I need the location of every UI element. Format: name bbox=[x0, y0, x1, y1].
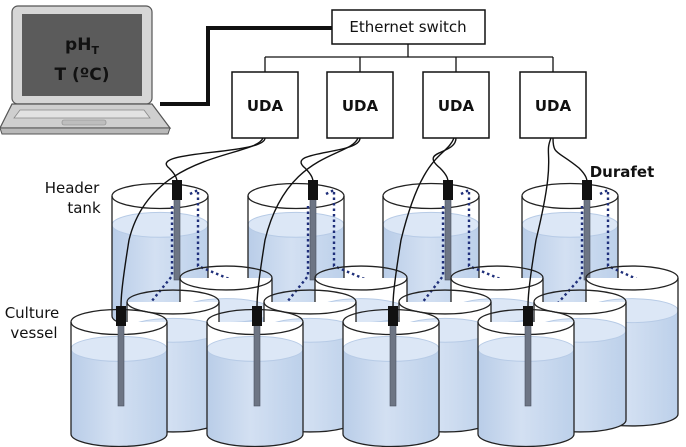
water-surface bbox=[247, 211, 345, 238]
overflow-line bbox=[325, 188, 382, 288]
probe-cap bbox=[252, 306, 262, 326]
water-surface bbox=[382, 211, 480, 238]
laptop-trackpad bbox=[61, 119, 107, 126]
uda-box bbox=[519, 71, 587, 139]
uda-3: UDA bbox=[422, 71, 490, 139]
vessel-outline bbox=[342, 322, 440, 447]
probe-cable bbox=[120, 137, 264, 308]
laptop: pHT T (ºC) bbox=[0, 5, 172, 135]
uda-label: UDA bbox=[438, 97, 475, 115]
probe-cap bbox=[172, 180, 182, 200]
probe-rod bbox=[173, 195, 181, 281]
uda-boxes: UDA UDA UDA UDA bbox=[231, 71, 587, 139]
uda-label: UDA bbox=[247, 97, 284, 115]
probe-cable bbox=[165, 137, 266, 183]
probe-rod bbox=[309, 195, 317, 281]
supply-line bbox=[413, 206, 445, 330]
header-durafet-probe bbox=[443, 180, 453, 281]
probe-cap bbox=[523, 306, 533, 326]
laptop-keyboard bbox=[13, 109, 151, 119]
probe-cable bbox=[392, 137, 455, 308]
probe-cable bbox=[527, 137, 552, 308]
overflow-line bbox=[460, 188, 518, 288]
probe-cap bbox=[388, 306, 398, 326]
culture-vessel-label-line2: vessel bbox=[10, 324, 57, 342]
probe-cap bbox=[582, 180, 592, 200]
ethernet-switch: Ethernet switch bbox=[331, 9, 486, 45]
laptop-temp-label: T (ºC) bbox=[54, 65, 109, 85]
supply-line bbox=[141, 206, 174, 330]
probe-cable bbox=[432, 137, 457, 183]
culture-durafet-probe bbox=[523, 306, 533, 407]
durafet-label: Durafet bbox=[590, 163, 655, 181]
tank-layer bbox=[70, 180, 679, 447]
overflow-line bbox=[189, 188, 247, 288]
vessel-outline bbox=[477, 322, 575, 447]
wire-layer bbox=[120, 137, 588, 308]
uda-2: UDA bbox=[326, 71, 394, 139]
laptop-front-edge bbox=[0, 127, 171, 135]
probe-rod bbox=[583, 195, 591, 281]
uda-4: UDA bbox=[519, 71, 587, 139]
culture-vessel-label-line1: Culture bbox=[5, 304, 60, 322]
ethernet-switch-label: Ethernet switch bbox=[349, 18, 466, 36]
probe-rod bbox=[117, 321, 125, 407]
probe-cap bbox=[443, 180, 453, 200]
probe-cable bbox=[552, 137, 588, 183]
uda-label: UDA bbox=[342, 97, 379, 115]
probe-cable bbox=[256, 137, 359, 308]
probe-cap bbox=[116, 306, 126, 326]
probe-rod bbox=[253, 321, 261, 407]
uda-1: UDA bbox=[231, 71, 299, 139]
ethernet-switch-box bbox=[331, 9, 486, 45]
ethernet-cable bbox=[160, 26, 332, 106]
header-durafet-probe bbox=[308, 180, 318, 281]
laptop-ph-label: pHT bbox=[65, 35, 99, 57]
network-lines bbox=[264, 44, 554, 72]
header-tank-label-line1: Header bbox=[45, 179, 100, 197]
probe-rod bbox=[389, 321, 397, 407]
culture-durafet-probe bbox=[116, 306, 126, 407]
header-tank-label-line2: tank bbox=[67, 199, 101, 217]
probe-cap bbox=[308, 180, 318, 200]
culture-durafet-probe bbox=[388, 306, 398, 407]
probe-rod bbox=[444, 195, 452, 281]
culture-durafet-probe bbox=[252, 306, 262, 407]
header-durafet-probe bbox=[172, 180, 182, 281]
vessel-outline bbox=[70, 322, 168, 447]
water-surface bbox=[111, 211, 209, 238]
vessel-outline bbox=[206, 322, 304, 447]
water-surface bbox=[521, 211, 619, 238]
supply-line bbox=[277, 206, 310, 330]
probe-rod bbox=[524, 321, 532, 407]
uda-label: UDA bbox=[535, 97, 572, 115]
laptop-screen bbox=[22, 14, 142, 96]
